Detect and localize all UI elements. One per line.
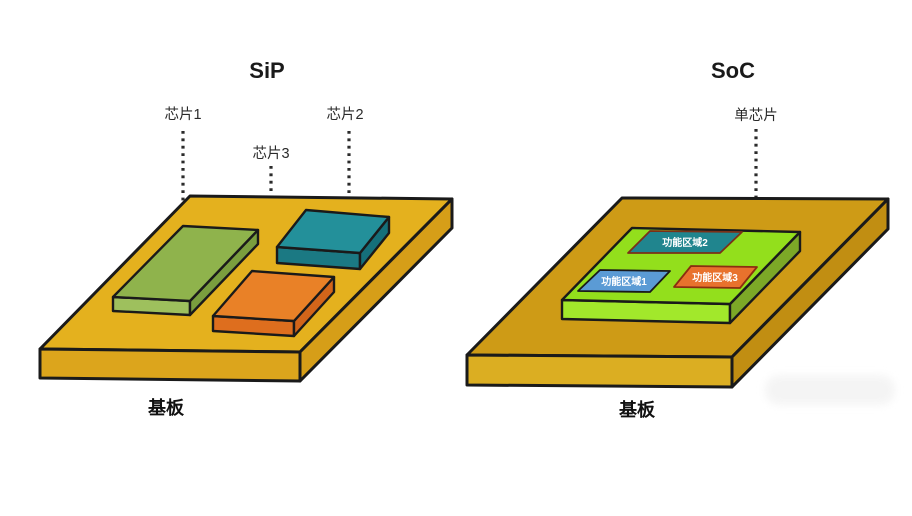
watermark-remnant — [765, 375, 895, 405]
soc-substrate-front-face — [465, 353, 734, 389]
soc-title: SoC — [711, 58, 755, 83]
sip-substrate-label: 基板 — [147, 397, 185, 418]
sip-diagram: SiP 芯片1 芯片2 芯片3 — [38, 58, 454, 418]
sip-chip3-label: 芯片3 — [252, 145, 289, 162]
sip-chip2-top-face — [275, 208, 391, 255]
sip-title: SiP — [249, 58, 284, 83]
sip-chip2-label: 芯片2 — [326, 106, 363, 123]
sip-chip1-top-face — [111, 224, 260, 303]
soc-region-1-shape — [577, 269, 671, 293]
soc-region-1-label: 功能区域1 — [601, 275, 647, 288]
soc-chip-label: 单芯片 — [734, 107, 778, 124]
soc-region-3: 功能区域3 — [673, 265, 758, 289]
soc-region-3-label: 功能区域3 — [692, 271, 738, 284]
sip-chip3 — [211, 269, 336, 338]
soc-substrate-side-face — [730, 197, 890, 389]
soc-region-1: 功能区域1 — [577, 269, 671, 293]
soc-region-3-shape — [673, 265, 758, 289]
soc-region-2-shape — [627, 230, 743, 254]
soc-region-2-label: 功能区域2 — [662, 236, 708, 249]
soc-region-2: 功能区域2 — [627, 230, 743, 254]
soc-diagram: SoC 单芯片 功能区域2 功能区域1 — [465, 58, 895, 420]
sip-substrate-side-face — [298, 197, 454, 383]
sip-chip1-label: 芯片1 — [164, 106, 201, 123]
sip-chip2 — [275, 208, 391, 271]
sip-chip3-top-face — [211, 269, 336, 323]
sip-chip1 — [111, 224, 260, 317]
soc-substrate-label: 基板 — [618, 399, 656, 420]
sip-substrate-front-face — [38, 347, 302, 383]
